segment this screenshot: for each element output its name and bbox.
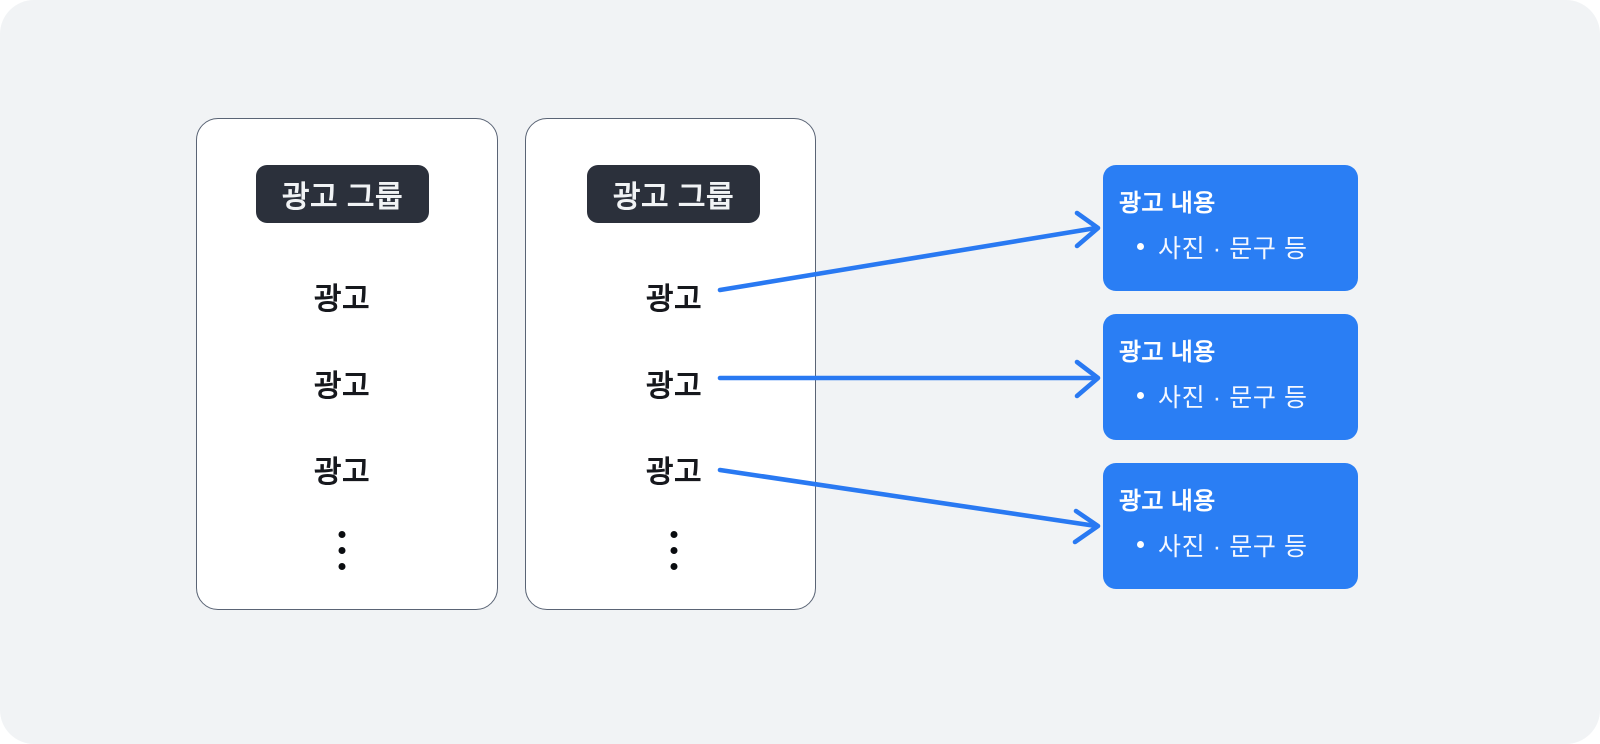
ad-group-card-2[interactable]: 광고 그룹 광고 광고 광고: [525, 118, 816, 610]
ad-item[interactable]: 광고: [645, 456, 703, 489]
ad-item[interactable]: 광고: [313, 370, 371, 403]
ad-item[interactable]: 광고: [313, 283, 371, 316]
ad-content-title: 광고 내용: [1119, 488, 1216, 515]
bullet-dot-icon: [1137, 541, 1144, 549]
ad-content-box-2[interactable]: 광고 내용 사진 · 문구 등: [1103, 314, 1358, 440]
ad-group-badge-2: 광고 그룹: [587, 165, 760, 223]
ad-content-box-1[interactable]: 광고 내용 사진 · 문구 등: [1103, 165, 1358, 291]
ad-item[interactable]: 광고: [645, 283, 703, 316]
vertical-ellipsis-icon: [338, 531, 346, 570]
ad-content-bullet: 사진 · 문구 등: [1119, 378, 1358, 414]
ad-content-bullet-label: 사진 · 문구 등: [1158, 235, 1308, 264]
ad-content-bullet: 사진 · 문구 등: [1119, 527, 1358, 563]
bullet-dot-icon: [1137, 392, 1144, 400]
bullet-dot-icon: [1137, 243, 1144, 251]
ad-content-box-3[interactable]: 광고 내용 사진 · 문구 등: [1103, 463, 1358, 589]
ad-content-bullet: 사진 · 문구 등: [1119, 229, 1358, 265]
ad-group-badge-1: 광고 그룹: [256, 165, 429, 223]
ad-group-card-1[interactable]: 광고 그룹 광고 광고 광고: [196, 118, 498, 610]
ad-content-title: 광고 내용: [1119, 190, 1216, 217]
ad-content-title: 광고 내용: [1119, 339, 1216, 366]
ad-content-bullet-label: 사진 · 문구 등: [1158, 533, 1308, 562]
ad-item[interactable]: 광고: [645, 370, 703, 403]
vertical-ellipsis-icon: [670, 531, 678, 570]
ad-content-bullet-label: 사진 · 문구 등: [1158, 384, 1308, 413]
ad-item[interactable]: 광고: [313, 456, 371, 489]
